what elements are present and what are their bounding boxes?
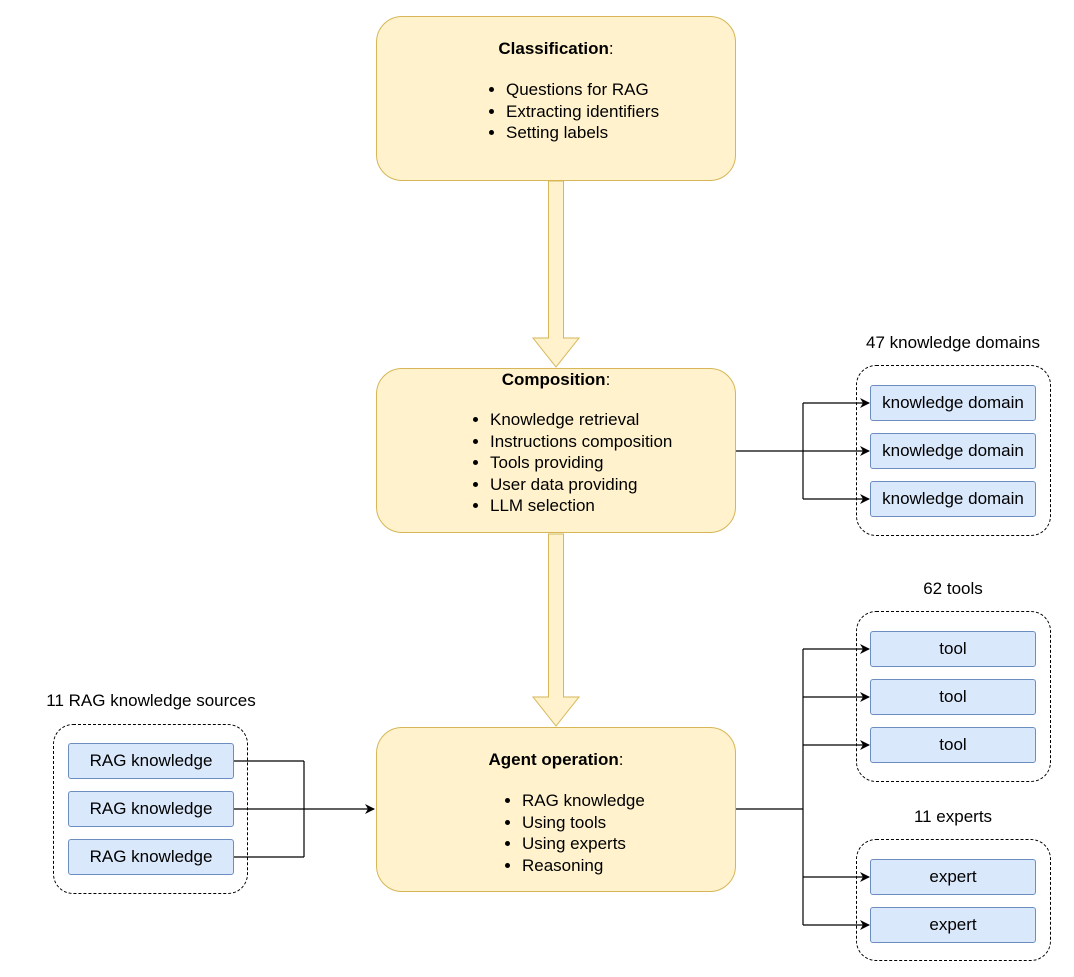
classification-title: Classification: — [377, 39, 735, 59]
agent-operation-title: Agent operation: — [377, 750, 735, 770]
list-item: LLM selection — [490, 495, 672, 517]
composition-stage-box: Composition: Knowledge retrieval Instruc… — [376, 368, 736, 533]
tools-group — [856, 611, 1051, 782]
rag-sources-group — [53, 724, 248, 894]
list-item: Questions for RAG — [506, 79, 659, 101]
experts-label: 11 experts — [913, 807, 993, 826]
rag-sources-label: 11 RAG knowledge sources — [46, 691, 256, 710]
list-item: Extracting identifiers — [506, 101, 659, 123]
list-item: Knowledge retrieval — [490, 409, 672, 431]
agent-operation-list: RAG knowledge Using tools Using experts … — [500, 790, 645, 876]
agent-to-tools-experts-connectors — [736, 644, 870, 930]
composition-to-knowledge-domains-connectors — [736, 398, 870, 504]
list-item: RAG knowledge — [522, 790, 645, 812]
stage-title-text: Composition — [501, 370, 606, 389]
composition-title: Composition: — [377, 370, 735, 390]
list-item: Instructions composition — [490, 431, 672, 453]
rag-knowledge-box: RAG knowledge — [68, 743, 234, 779]
agent-operation-stage-box: Agent operation: RAG knowledge Using too… — [376, 727, 736, 892]
knowledge-domains-label: 47 knowledge domains — [866, 333, 1040, 352]
stage-title-text: Classification — [498, 39, 609, 58]
stage-title-text: Agent operation — [488, 750, 619, 769]
list-item: Tools providing — [490, 452, 672, 474]
knowledge-domain-box: knowledge domain — [870, 433, 1036, 469]
flow-arrow-classification-to-composition — [531, 180, 581, 368]
experts-group — [856, 839, 1051, 961]
knowledge-domain-box: knowledge domain — [870, 481, 1036, 517]
classification-stage-box: Classification: Questions for RAG Extrac… — [376, 16, 736, 181]
knowledge-domain-box: knowledge domain — [870, 385, 1036, 421]
composition-list: Knowledge retrieval Instructions composi… — [468, 409, 672, 517]
rag-to-agent-connectors — [233, 760, 375, 858]
list-item: Using experts — [522, 833, 645, 855]
tool-box: tool — [870, 631, 1036, 667]
tool-box: tool — [870, 727, 1036, 763]
list-item: User data providing — [490, 474, 672, 496]
list-item: Using tools — [522, 812, 645, 834]
expert-box: expert — [870, 859, 1036, 895]
flow-arrow-composition-to-agent-operation — [531, 533, 581, 727]
knowledge-domains-group — [856, 365, 1051, 536]
list-item: Reasoning — [522, 855, 645, 877]
expert-box: expert — [870, 907, 1036, 943]
stage-title-colon: : — [608, 39, 614, 58]
rag-knowledge-box: RAG knowledge — [68, 791, 234, 827]
rag-knowledge-box: RAG knowledge — [68, 839, 234, 875]
tool-box: tool — [870, 679, 1036, 715]
stage-title-colon: : — [605, 370, 611, 389]
stage-title-colon: : — [618, 750, 624, 769]
tools-label: 62 tools — [923, 579, 983, 598]
classification-list: Questions for RAG Extracting identifiers… — [484, 79, 659, 144]
list-item: Setting labels — [506, 122, 659, 144]
